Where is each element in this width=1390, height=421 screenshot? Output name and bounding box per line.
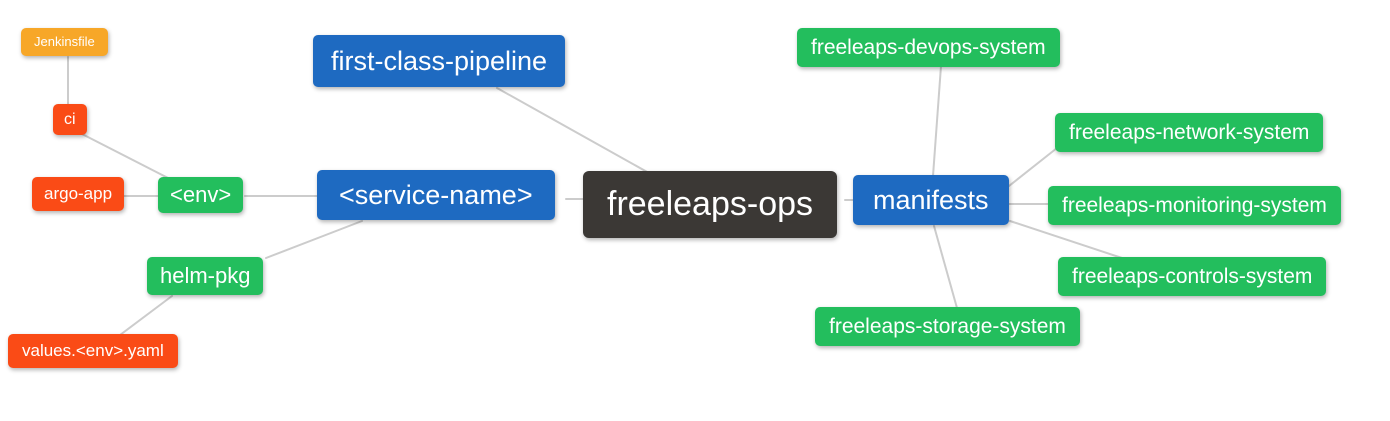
edge-manifests-storage — [933, 225, 958, 309]
node-service-name[interactable]: <service-name> — [317, 170, 555, 221]
edge-manifests-network — [1008, 147, 1058, 187]
node-ci[interactable]: ci — [53, 104, 87, 136]
node-jenkinsfile[interactable]: Jenkinsfile — [21, 28, 108, 56]
node-controls-system[interactable]: freeleaps-controls-system — [1058, 257, 1327, 297]
node-monitoring-system[interactable]: freeleaps-monitoring-system — [1048, 186, 1341, 226]
node-helm-pkg[interactable]: helm-pkg — [147, 257, 264, 296]
node-argo-app[interactable]: argo-app — [32, 177, 125, 212]
node-storage-system[interactable]: freeleaps-storage-system — [815, 307, 1080, 347]
edge-helm-pkg-values — [119, 295, 173, 336]
edge-manifests-devops — [932, 65, 942, 177]
node-manifests[interactable]: manifests — [853, 175, 1009, 226]
edge-ci-env — [81, 133, 171, 180]
node-env[interactable]: <env> — [158, 177, 244, 214]
node-network-system[interactable]: freeleaps-network-system — [1055, 113, 1324, 153]
node-devops-system[interactable]: freeleaps-devops-system — [797, 28, 1060, 68]
node-first-class-pipeline[interactable]: first-class-pipeline — [313, 35, 566, 88]
edge-service-name-helm-pkg — [265, 220, 363, 259]
node-values-env-yaml[interactable]: values.<env>.yaml — [8, 334, 178, 369]
node-freeleaps-ops-root[interactable]: freeleaps-ops — [583, 171, 838, 238]
edge-pipeline-root — [496, 87, 650, 174]
edge-manifests-controls — [1009, 220, 1123, 259]
